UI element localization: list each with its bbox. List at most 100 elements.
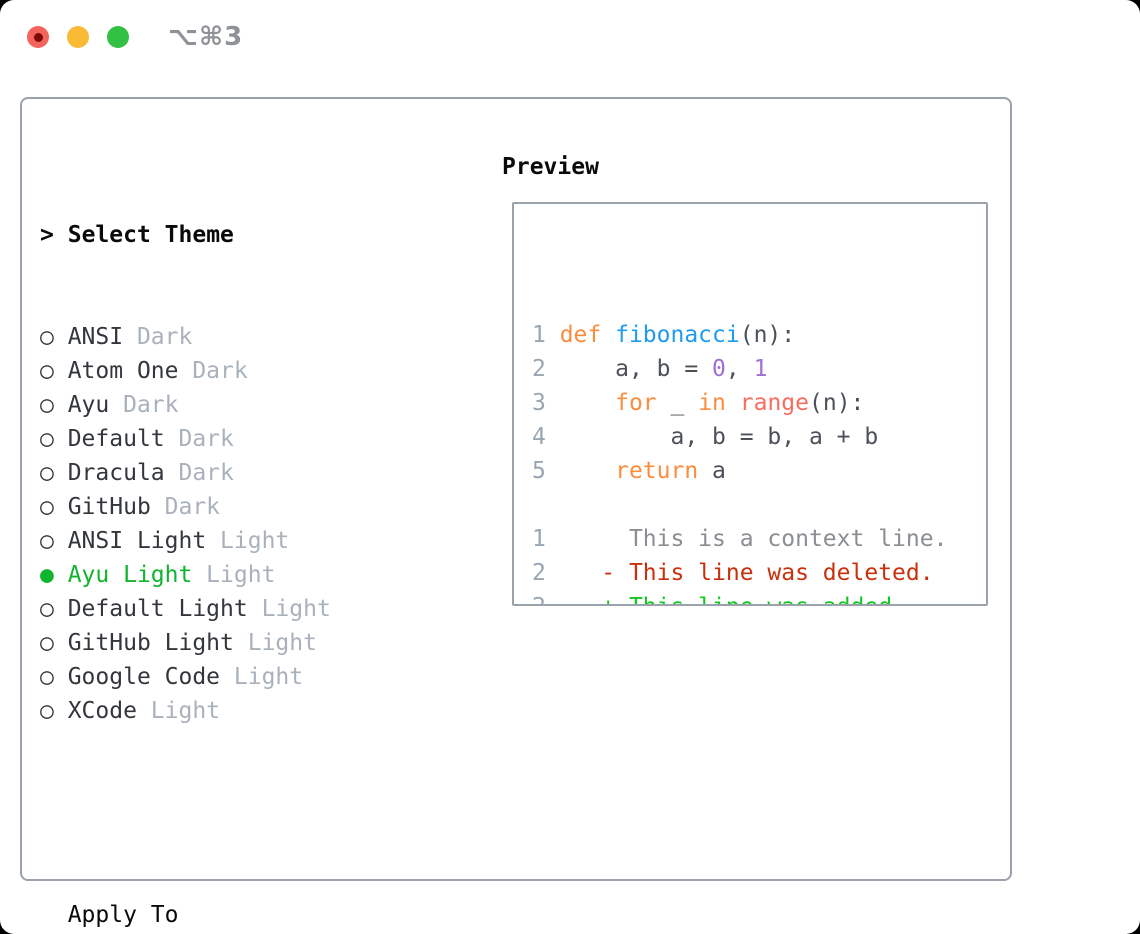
code-token-keyword: for [615, 390, 657, 416]
traffic-lights [27, 26, 129, 48]
radio-unselected-icon: ○ [40, 324, 68, 350]
theme-option[interactable]: ○ Default Light Light [40, 592, 428, 626]
radio-unselected-icon: ○ [40, 426, 68, 452]
theme-variant-badge: Light [233, 630, 317, 656]
theme-variant-badge: Dark [164, 426, 234, 452]
code-token-plain [546, 390, 615, 416]
code-token-plain [726, 390, 740, 416]
theme-option[interactable]: ○ Ayu Dark [40, 388, 428, 422]
radio-unselected-icon: ○ [40, 698, 68, 724]
zoom-button[interactable] [107, 26, 129, 48]
code-token-deleted: - This line was deleted. [545, 560, 934, 586]
code-token-context: This is a context line. [545, 526, 948, 552]
code-line: 5 return a [532, 454, 986, 488]
code-line: 2 + This line was added. [532, 590, 986, 604]
code-line: 3 for _ in range(n): [532, 386, 986, 420]
theme-option[interactable]: ○ XCode Light [40, 694, 428, 728]
code-token-lineno: 3 [532, 390, 546, 416]
theme-variant-badge: Light [206, 528, 290, 554]
theme-label: Ayu Light [67, 562, 193, 588]
window-title: ⌥⌘3 [168, 22, 244, 52]
code-token-plain: (n): [809, 390, 865, 416]
radio-unselected-icon: ○ [40, 596, 68, 622]
theme-option[interactable]: ○ Default Dark [40, 422, 428, 456]
theme-variant-badge: Dark [109, 392, 179, 418]
radio-unselected-icon: ○ [40, 494, 68, 520]
theme-label: Google Code [67, 664, 221, 690]
select-theme-header: > Select Theme [40, 222, 234, 248]
preview-header: Preview [502, 154, 599, 180]
code-token-plain: _ [656, 390, 699, 416]
theme-label: GitHub Light [67, 630, 234, 656]
code-line [532, 488, 986, 522]
radio-unselected-icon: ○ [40, 528, 68, 554]
theme-label: ANSI [67, 324, 124, 350]
theme-label: ANSI Light [67, 528, 207, 554]
code-token-plain: , [725, 356, 754, 382]
theme-label: Default Light [67, 596, 248, 622]
code-token-lineno: 2 [532, 356, 546, 382]
code-token-plain: a [698, 458, 726, 484]
radio-unselected-icon: ○ [40, 664, 68, 690]
theme-label: Default [67, 426, 165, 452]
theme-label: Dracula [67, 460, 165, 486]
theme-variant-badge: Dark [150, 494, 221, 520]
code-token-number: 1 [753, 356, 768, 382]
code-token-keyword: return [615, 458, 699, 484]
theme-option[interactable]: ● Ayu Light Light [40, 558, 428, 592]
title-bar: ⌥⌘3 [0, 0, 1140, 74]
theme-variant-badge: Light [247, 596, 331, 622]
theme-variant-badge: Dark [164, 460, 234, 486]
theme-option[interactable]: ○ Atom One Dark [40, 354, 428, 388]
close-button[interactable] [27, 26, 49, 48]
theme-label: Atom One [67, 358, 179, 384]
code-token-plain: a, b = b, a + b [545, 424, 879, 450]
theme-option[interactable]: ○ ANSI Dark [40, 320, 428, 354]
code-line: 4 a, b = b, a + b [532, 420, 986, 454]
theme-selector-panel: > Select Theme ○ ANSI Dark○ Atom One Dar… [20, 97, 1012, 928]
code-token-keyword: def [559, 322, 616, 348]
code-token-plain [546, 458, 615, 484]
apply-to-header: Apply To [67, 902, 179, 928]
code-token-lineno: 1 [532, 526, 546, 552]
theme-variant-badge: Light [220, 664, 304, 690]
theme-option[interactable]: ○ ANSI Light Light [40, 524, 428, 558]
theme-option[interactable]: ○ GitHub Dark [40, 490, 428, 524]
theme-option[interactable]: ○ Google Code Light [40, 660, 428, 694]
code-token-lineno: 4 [532, 424, 546, 450]
theme-option[interactable]: ○ Dracula Dark [40, 456, 428, 490]
code-token-added: + This line was added. [546, 594, 906, 604]
theme-label: XCode [67, 698, 137, 724]
code-line: 1 This is a context line. [532, 522, 986, 556]
theme-variant-badge: Dark [123, 324, 193, 350]
code-line: 2 a, b = 0, 1 [532, 352, 986, 386]
theme-variant-badge: Light [192, 562, 276, 588]
code-token-lineno: 2 [532, 560, 546, 586]
code-token-lineno: 1 [532, 322, 560, 348]
code-token-number: 0 [712, 356, 726, 382]
theme-variant-badge: Dark [178, 358, 248, 384]
theme-label: Ayu [67, 392, 110, 418]
code-token-lineno: 5 [532, 458, 546, 484]
minimize-button[interactable] [67, 26, 89, 48]
radio-selected-icon: ● [40, 562, 68, 588]
code-token-keyword: in [698, 390, 726, 416]
code-token-lineno: 2 [532, 594, 546, 604]
focus-caret-icon: > [40, 222, 54, 248]
radio-unselected-icon: ○ [40, 460, 68, 486]
radio-unselected-icon: ○ [40, 358, 68, 384]
radio-unselected-icon: ○ [40, 392, 68, 418]
theme-label: GitHub [67, 494, 151, 520]
theme-list: > Select Theme ○ ANSI Dark○ Atom One Dar… [40, 150, 428, 934]
theme-option[interactable]: ○ GitHub Light Light [40, 626, 428, 660]
theme-variant-badge: Light [136, 698, 221, 724]
code-line: 1 def fibonacci(n): [532, 318, 986, 352]
code-token-function: fibonacci [615, 322, 740, 348]
code-token-plain: (n): [739, 322, 796, 348]
code-line: 2 - This line was deleted. [532, 556, 986, 590]
code-token-builtin: range [739, 390, 810, 416]
code-token-plain: a, b = [545, 356, 713, 382]
